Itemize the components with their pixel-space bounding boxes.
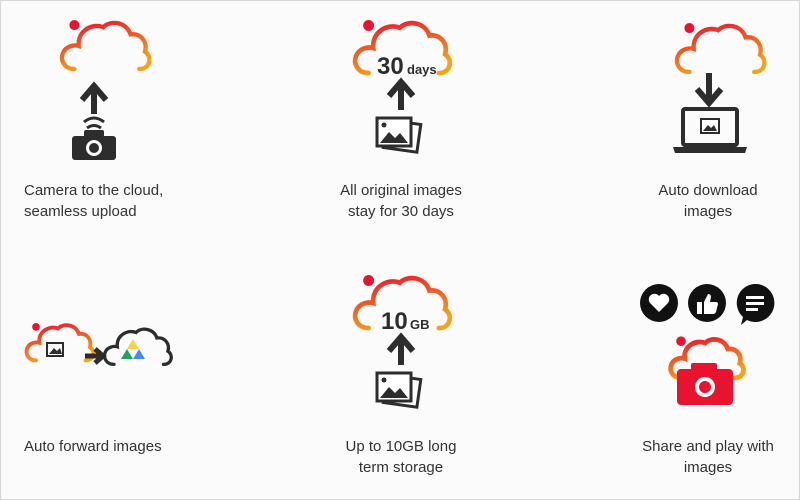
feature-caption: Auto download images bbox=[633, 180, 783, 222]
cloud-30-days-icon: 30 days bbox=[353, 20, 463, 154]
cloud-upload-camera-icon bbox=[56, 20, 156, 160]
caption-line: Camera to the cloud, bbox=[24, 182, 164, 199]
caption-line: seamless upload bbox=[24, 203, 137, 220]
feature-caption: All original images stay for 30 days bbox=[271, 180, 531, 222]
caption-line: Up to 10GB long bbox=[345, 438, 457, 455]
caption-line: term storage bbox=[358, 459, 444, 476]
badge-number: 30 bbox=[377, 53, 404, 80]
feature-original-images-30-days: 30 days All original images stay for 30 … bbox=[271, 1, 531, 251]
cloud-forward-drive-icon bbox=[24, 323, 173, 367]
badge-number: 10 bbox=[381, 308, 408, 335]
feature-long-term-storage: 10 GB Up to 10GB long term storage bbox=[271, 251, 531, 499]
caption-line: Share and play with bbox=[642, 438, 774, 455]
caption-line: Auto download bbox=[658, 182, 758, 199]
cloud-download-laptop-icon bbox=[673, 23, 791, 153]
badge-unit: days bbox=[407, 62, 437, 77]
cloud-10gb-icon: 10 GB bbox=[353, 275, 463, 409]
feature-caption: Camera to the cloud, seamless upload bbox=[24, 180, 163, 222]
share-social-camera-icon bbox=[640, 283, 775, 405]
heart-icon bbox=[648, 293, 670, 312]
feature-caption: Share and play with images bbox=[633, 436, 783, 478]
caption-line: images bbox=[683, 459, 733, 476]
feature-caption: Auto forward images bbox=[24, 436, 162, 457]
caption-line: Auto forward images bbox=[24, 438, 162, 455]
caption-line: All original images bbox=[340, 182, 462, 199]
caption-line: images bbox=[683, 203, 733, 220]
feature-auto-download: Auto download images bbox=[531, 1, 799, 251]
feature-auto-forward: Auto forward images bbox=[1, 251, 271, 499]
thumbs-up-icon bbox=[697, 294, 718, 314]
feature-caption: Up to 10GB long term storage bbox=[271, 436, 531, 478]
feature-share-and-play: Share and play with images bbox=[531, 251, 799, 499]
feature-camera-to-cloud: Camera to the cloud, seamless upload bbox=[1, 1, 271, 251]
badge-unit: GB bbox=[410, 317, 430, 332]
caption-line: stay for 30 days bbox=[348, 203, 454, 220]
